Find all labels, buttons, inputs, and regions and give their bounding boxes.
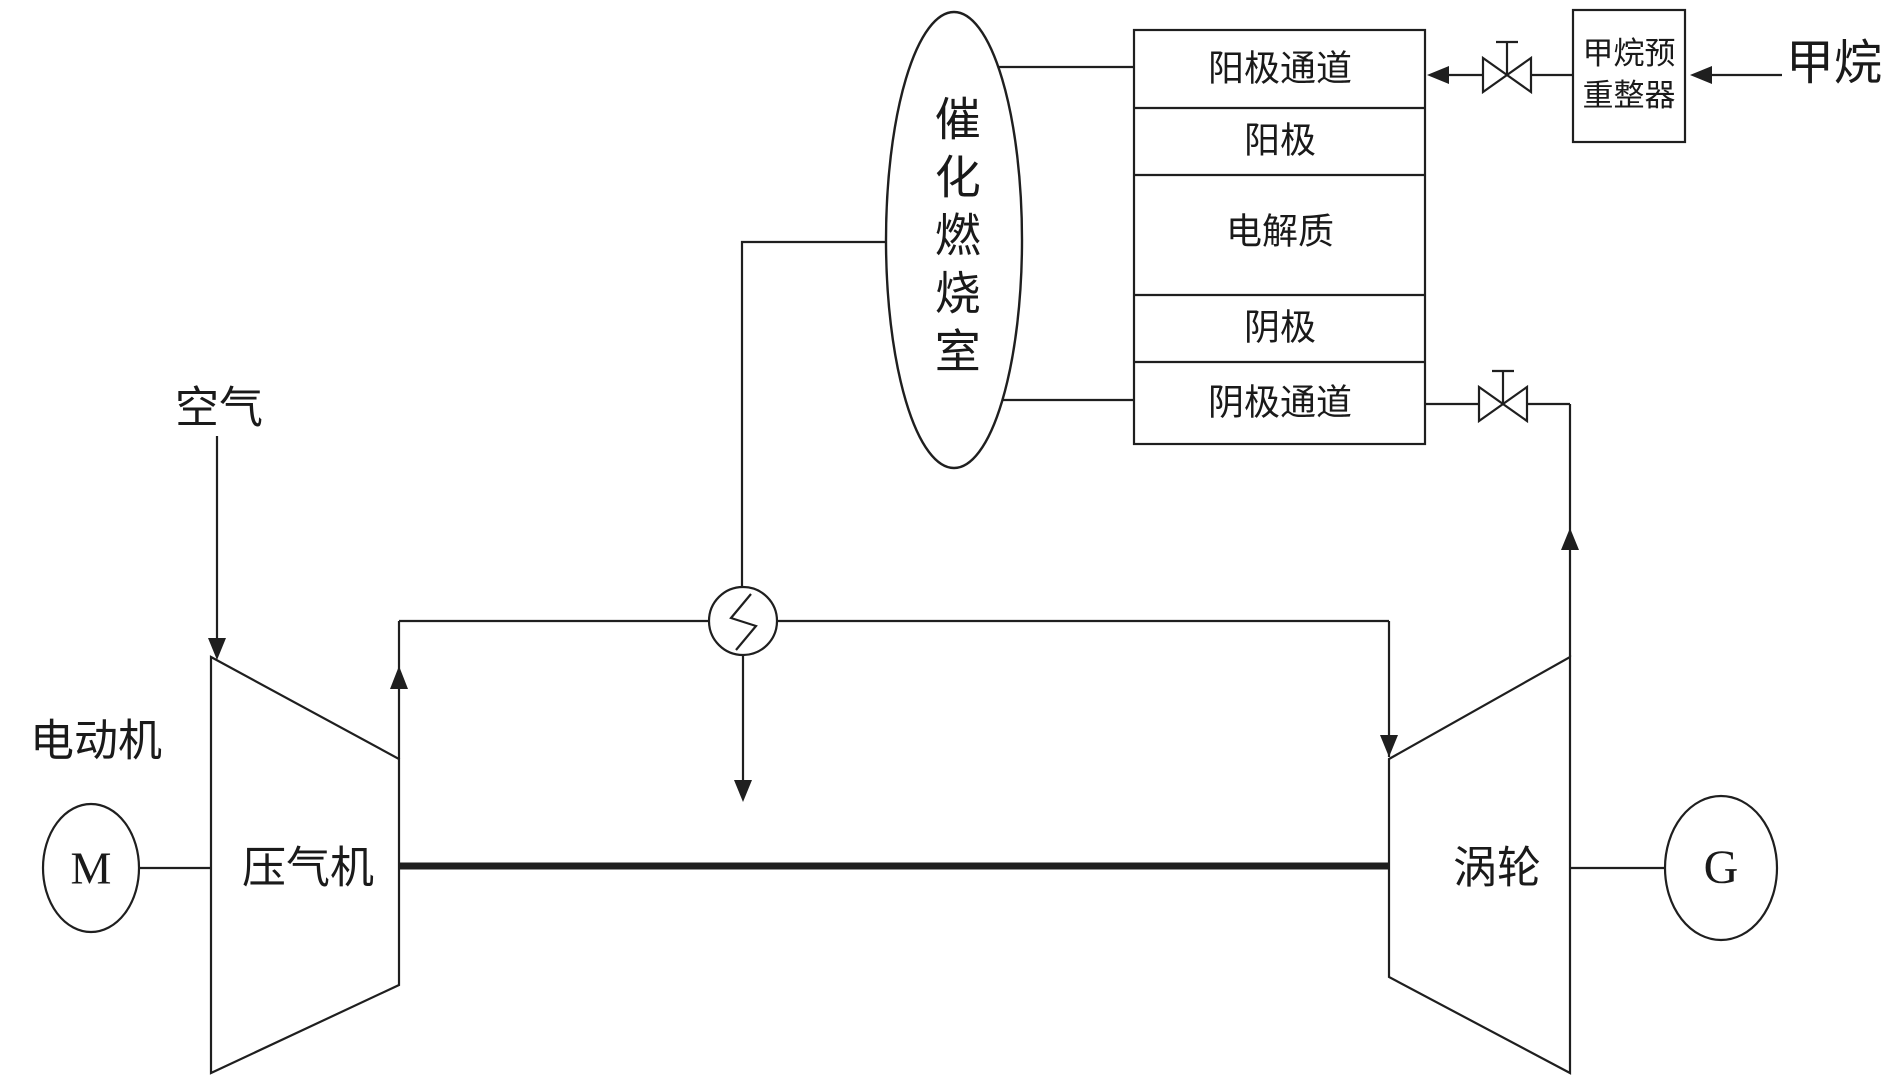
anode-inlet-arrow-icon xyxy=(1427,66,1449,84)
air-inlet-line xyxy=(208,436,226,660)
combustor-ellipse xyxy=(884,10,1024,470)
turbine-label: 涡轮 xyxy=(1453,843,1541,893)
stack-outline xyxy=(1132,28,1427,446)
methane-valve-icon xyxy=(1481,40,1533,95)
stack-row-electrolyte-label: 电解质 xyxy=(1225,211,1335,252)
motor-symbol-group xyxy=(41,802,211,934)
exhaust-line xyxy=(734,655,752,802)
motor-circle xyxy=(41,802,141,934)
cathode-valve-icon xyxy=(1477,369,1529,424)
main-gas-pipe xyxy=(390,619,1398,759)
generator-symbol: G xyxy=(1703,841,1739,894)
combustor-to-recuperator-line xyxy=(740,240,954,590)
air-label: 空气 xyxy=(175,383,263,433)
methane-label: 甲烷 xyxy=(1785,37,1883,90)
stack-row-cathode-channel-label: 阴极通道 xyxy=(1207,382,1353,423)
methane-feed-path xyxy=(1427,8,1782,144)
stack-row-cathode-label: 阴极 xyxy=(1243,307,1317,348)
generator-circle xyxy=(1663,794,1779,942)
prereformer-label-line2: 重整器 xyxy=(1582,78,1676,113)
compressor-body xyxy=(209,655,401,1075)
turbine-body xyxy=(1387,655,1572,1075)
combustor-label: 催化燃烧室 xyxy=(928,95,980,385)
generator-symbol-group xyxy=(1570,794,1779,942)
motor-label: 电动机 xyxy=(30,716,162,766)
prereformer-label: 甲烷预 重整器 xyxy=(1583,33,1676,117)
methane-inlet-arrow-icon xyxy=(1690,66,1712,84)
fuel-cell-stack xyxy=(1132,28,1427,446)
compressor-label: 压气机 xyxy=(242,843,374,893)
turbine-inlet-arrow-icon xyxy=(1380,735,1398,757)
riser-arrow-icon xyxy=(1561,528,1579,550)
exhaust-arrow-icon xyxy=(734,780,752,802)
air-arrow-icon xyxy=(208,638,226,660)
recuperator-zigzag-icon xyxy=(729,593,758,651)
compressor-outlet-arrow-icon xyxy=(390,666,408,689)
stack-row-anode-label: 阳极 xyxy=(1243,120,1317,161)
stack-row-anode-channel-label: 阳极通道 xyxy=(1207,48,1353,89)
cathode-turbine-path xyxy=(1425,369,1579,657)
recuperator-symbol xyxy=(707,585,779,657)
motor-symbol: M xyxy=(70,842,112,894)
prereformer-label-line1: 甲烷预 xyxy=(1582,36,1676,72)
